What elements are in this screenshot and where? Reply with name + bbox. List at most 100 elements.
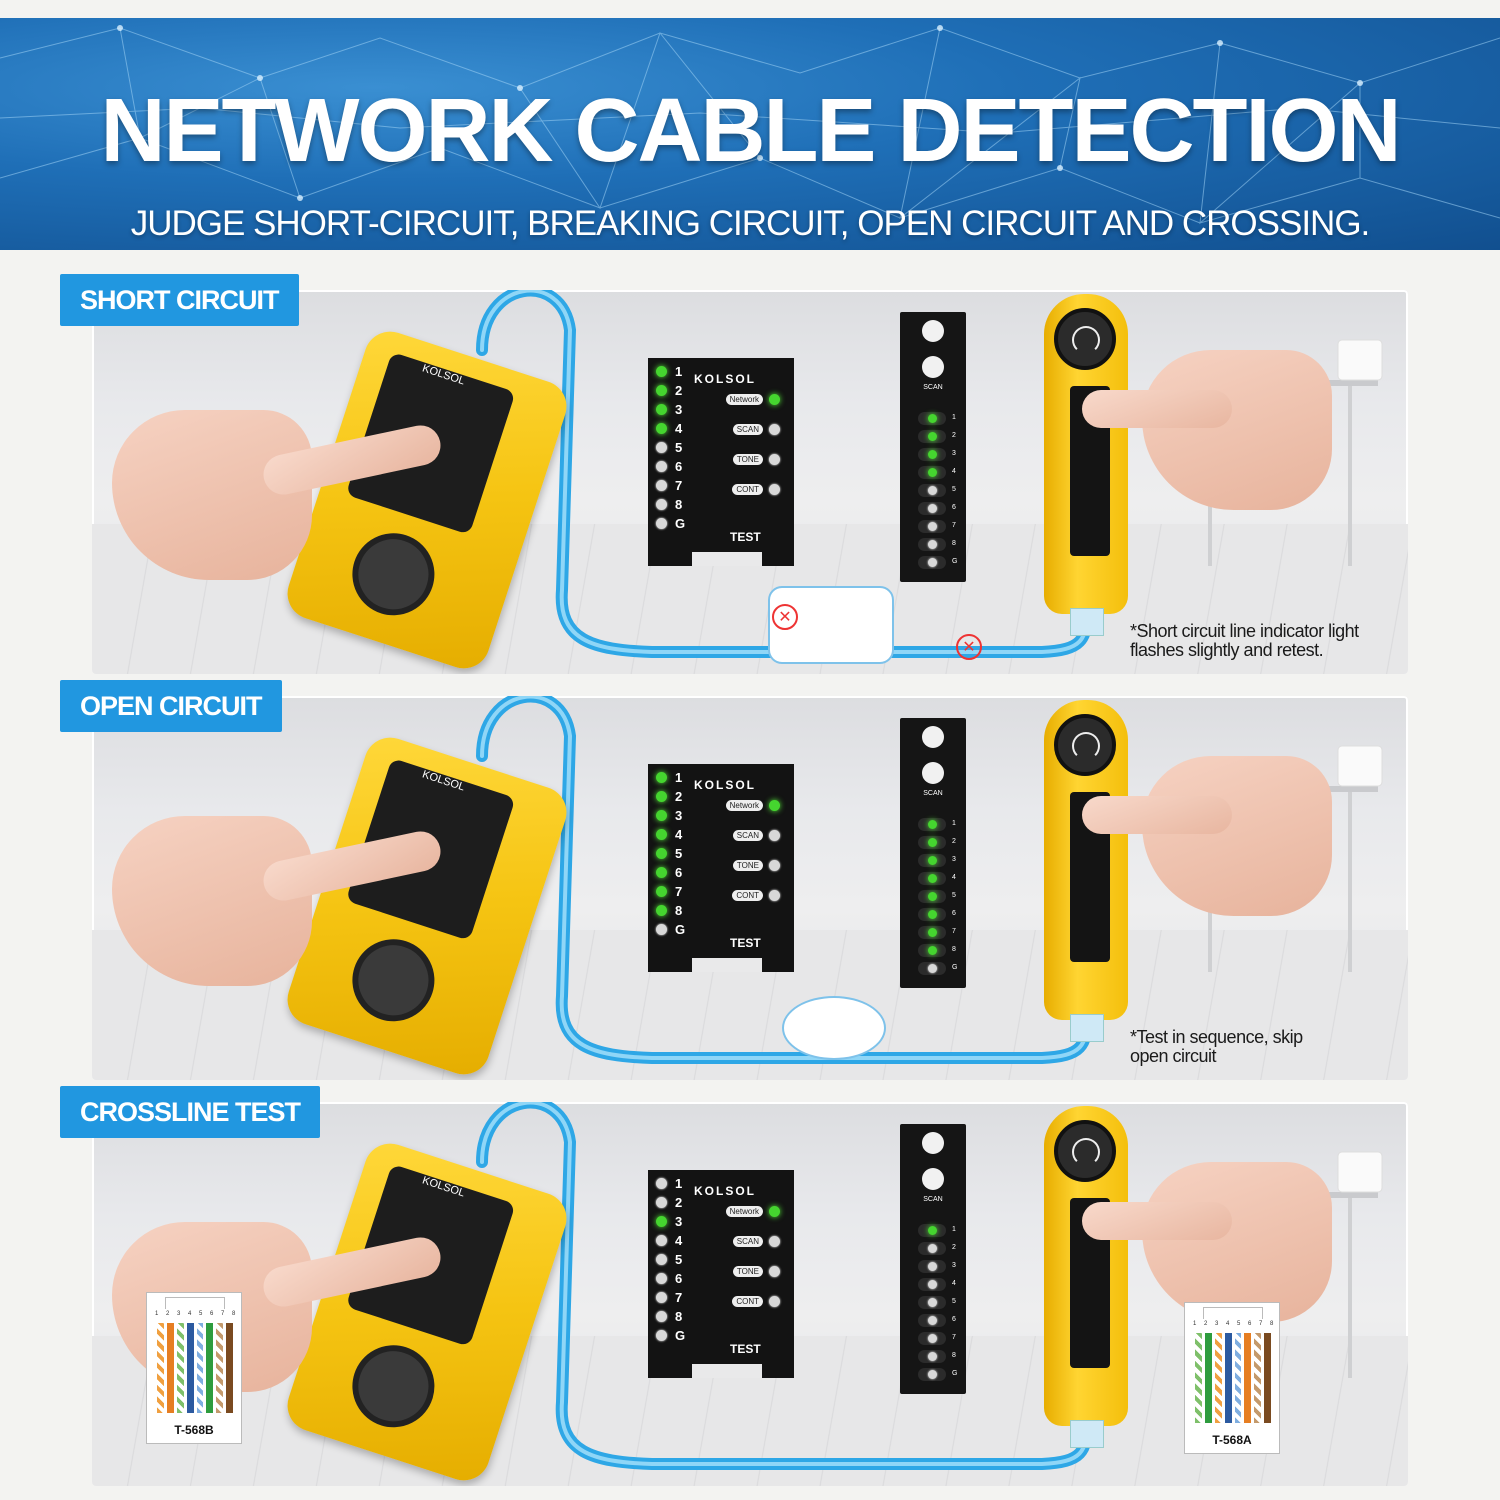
pin-number-label: G: [675, 515, 686, 531]
receiver-pin-indicator: [918, 484, 946, 497]
receiver-led: [927, 892, 937, 901]
pin-led-indicator: [656, 847, 667, 859]
pin-number-label: 7: [675, 477, 683, 493]
receiver-pin-indicator: [918, 556, 946, 569]
pin-indicator-row: 7: [656, 882, 682, 900]
scan-button[interactable]: [922, 356, 944, 378]
receiver-led: [927, 910, 937, 919]
receiver-pin-number: 5: [952, 486, 956, 493]
jack-wire: [1214, 1333, 1222, 1423]
pin-number-label: 4: [675, 826, 683, 842]
hand-graphic: [112, 410, 312, 580]
receiver-led: [927, 486, 937, 495]
receiver-led: [927, 1370, 937, 1379]
receiver-led: [927, 468, 937, 477]
function-led-indicator: [769, 394, 780, 405]
jack-wire: [1264, 1333, 1271, 1423]
function-led-indicator: [769, 860, 780, 871]
brightness-button[interactable]: [922, 726, 944, 748]
jack-pin-numbers: 1 2 3 4 5 6 7 8: [155, 1311, 239, 1317]
pin-number-label: 2: [675, 1194, 683, 1210]
tester-mode-dial[interactable]: [341, 928, 446, 1032]
brightness-button[interactable]: [922, 1132, 944, 1154]
pin-indicator-row: 6: [656, 457, 682, 475]
panel-section-label: OPEN CIRCUIT: [60, 680, 282, 732]
pin-number-label: 8: [675, 496, 683, 512]
jack-wire: [1234, 1333, 1242, 1423]
pin-number-label: 4: [675, 420, 683, 436]
scan-label: SCAN: [923, 790, 943, 797]
finger-graphic: [1082, 390, 1232, 428]
function-indicator-row: TONE: [732, 860, 780, 871]
receiver-pin-indicator: [918, 448, 946, 461]
brightness-button[interactable]: [922, 320, 944, 342]
receiver-led: [927, 1316, 937, 1325]
function-label: CONT: [732, 890, 763, 901]
scan-button[interactable]: [922, 762, 944, 784]
receiver-pin-number: 8: [952, 1352, 956, 1359]
receiver-led: [927, 946, 937, 955]
probe-volume-knob[interactable]: [1054, 308, 1116, 370]
receiver-pin-number: 6: [952, 910, 956, 917]
tester-mode-dial[interactable]: [341, 1334, 446, 1438]
receiver-pin-number: 2: [952, 838, 956, 845]
receiver-pin-number: 4: [952, 468, 956, 475]
function-led-indicator: [769, 1206, 780, 1217]
receiver-pin-number: 6: [952, 1316, 956, 1323]
function-indicator-row: Network: [725, 394, 780, 405]
pin-number-label: 5: [675, 1251, 683, 1267]
function-label: Network: [725, 800, 763, 811]
receiver-pin-indicator: [918, 962, 946, 975]
function-indicator-row: Network: [725, 1206, 780, 1217]
pin-number-label: 7: [675, 1289, 683, 1305]
function-indicator-row: SCAN: [732, 424, 780, 435]
pin-indicator-row: 8: [656, 901, 682, 919]
receiver-led: [927, 540, 937, 549]
pin-number-label: 7: [675, 883, 683, 899]
function-led-indicator: [769, 454, 780, 465]
scan-button[interactable]: [922, 1168, 944, 1190]
receiver-pin-indicator: [918, 1332, 946, 1345]
pin-indicator-row: 7: [656, 476, 682, 494]
pin-led-indicator: [656, 790, 667, 802]
function-indicator-row: Network: [725, 800, 780, 811]
receiver-pin-indicator: [918, 836, 946, 849]
pin-led-indicator: [656, 1177, 667, 1189]
probe-volume-knob[interactable]: [1054, 1120, 1116, 1182]
receiver-pin-number: 4: [952, 874, 956, 881]
receiver-pin-indicator: [918, 430, 946, 443]
probe-rj45-tip: [1070, 1014, 1104, 1042]
function-indicator-row: CONT: [732, 1296, 780, 1307]
receiver-pin-indicator: [918, 520, 946, 533]
scan-label: SCAN: [923, 384, 943, 391]
pin-number-label: 2: [675, 382, 683, 398]
finger-graphic: [1082, 796, 1232, 834]
panel-notch: [692, 1364, 762, 1378]
hand-graphic: [1142, 350, 1332, 510]
pin-indicator-row: 1: [656, 1174, 682, 1192]
panel-brand-label: KOLSOL: [694, 372, 756, 386]
pin-number-label: 4: [675, 1232, 683, 1248]
probe-volume-knob[interactable]: [1054, 714, 1116, 776]
receiver-pin-indicator: [918, 466, 946, 479]
tester-mode-dial[interactable]: [341, 522, 446, 626]
receiver-pin-number: 7: [952, 1334, 956, 1341]
receiver-pin-indicator: [918, 1350, 946, 1363]
pin-indicator-row: 3: [656, 806, 682, 824]
pin-led-indicator: [656, 1196, 667, 1208]
pin-led-indicator: [656, 809, 667, 821]
receiver-pin-number: 8: [952, 946, 956, 953]
receiver-pin-number: G: [952, 558, 958, 565]
receiver-pin-indicator: [918, 1368, 946, 1381]
jack-clip: [1203, 1307, 1263, 1319]
pin-led-indicator: [656, 828, 667, 840]
hand-graphic: [1142, 1162, 1332, 1322]
pin-indicator-row: 8: [656, 1307, 682, 1325]
